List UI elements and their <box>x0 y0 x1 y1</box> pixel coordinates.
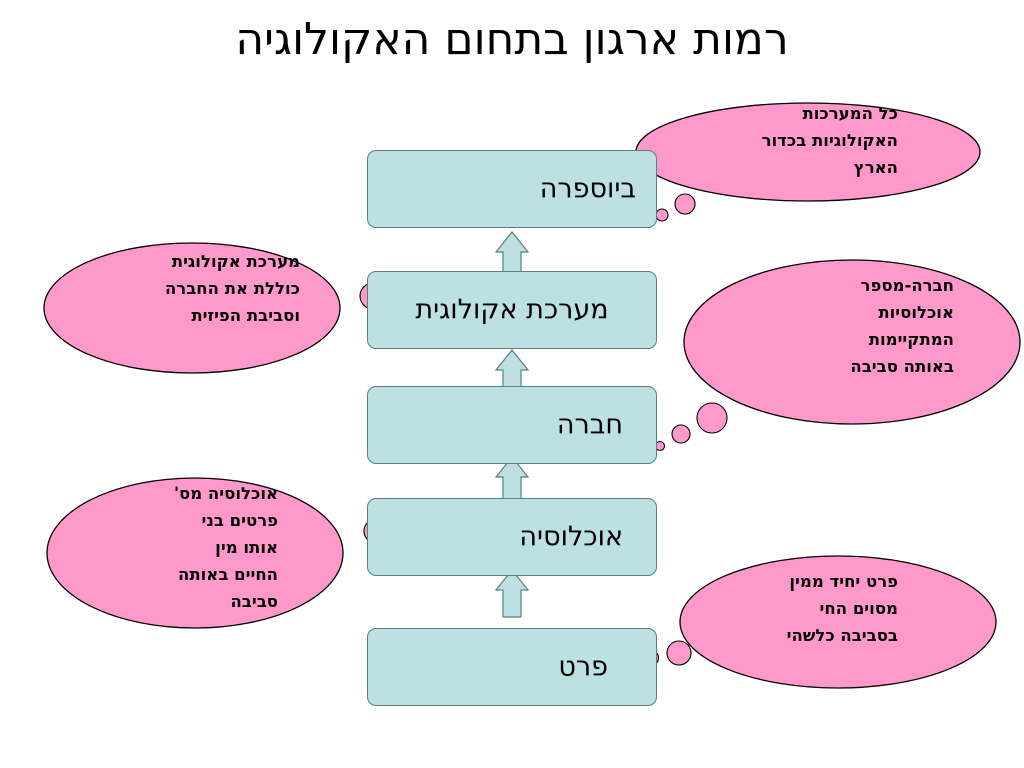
level-population-box: אוכלוסיה <box>367 498 657 576</box>
arrow-up-icon <box>494 569 530 618</box>
level-ecosystem-box: מערכת אקולוגית <box>367 271 657 349</box>
cloud-community-shape <box>683 259 1021 425</box>
cloud-population-text: אוכלוסיה מס' פרטים בני אותו מין החיים בא… <box>173 484 278 611</box>
level-biosphere-box: ביוספרה <box>367 150 657 228</box>
cloud-population-shape <box>46 477 344 629</box>
cloud-individual-shape <box>679 555 997 689</box>
level-community-box: חברה <box>367 386 657 464</box>
cloud-biosphere-text: כל המערכות האקולוגיות בכדור הארץ <box>761 104 898 177</box>
level-individual-box: פרט <box>367 628 657 706</box>
cloud-community-text: חברה-מספר אוכלוסיות המתקיימות באותה סביב… <box>850 276 954 376</box>
page-title: רמות ארגון בתחום האקולוגיה <box>235 14 789 65</box>
cloud-ecosystem-text: מערכת אקולוגית כוללת את החברה וסביבת הפי… <box>164 252 300 325</box>
level-community-label: חברה <box>556 409 623 441</box>
level-biosphere-label: ביוספרה <box>539 173 636 205</box>
level-individual-label: פרט <box>558 651 608 683</box>
cloud-biosphere-tail <box>639 193 696 228</box>
cloud-community-tail <box>654 402 728 452</box>
cloud-individual-text: פרט יחיד ממין מסוים החי בסביבה כלשהי <box>786 572 898 645</box>
cloud-ecosystem-shape <box>43 242 341 374</box>
level-ecosystem-label: מערכת אקולוגית <box>415 294 609 326</box>
level-population-label: אוכלוסיה <box>519 521 623 553</box>
